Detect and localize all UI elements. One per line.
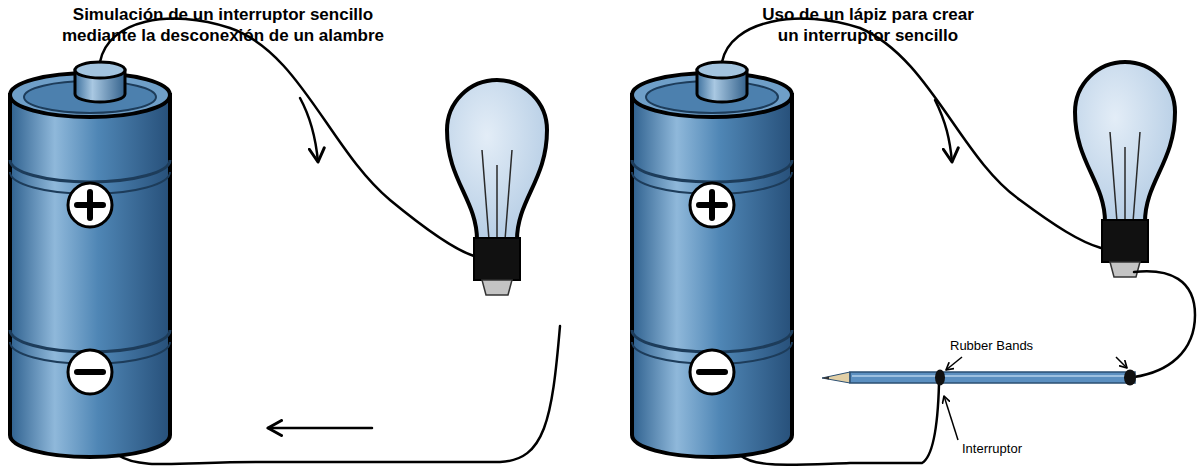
panel-heading: Simulación de un interruptor sencillo me… xyxy=(38,4,408,46)
wire xyxy=(100,19,474,256)
rubber-band xyxy=(935,370,945,386)
pencil-lead xyxy=(822,377,829,380)
light-bulb xyxy=(447,80,547,295)
part-label: Interruptor xyxy=(962,441,1022,457)
leader-arrow xyxy=(944,396,958,440)
wire xyxy=(740,384,939,465)
part-label: Rubber Bands xyxy=(950,338,1033,354)
leader-arrow xyxy=(946,357,962,370)
rubber-band xyxy=(1124,370,1136,386)
current-arrow xyxy=(300,98,318,162)
pencil-tip xyxy=(822,372,850,383)
wire xyxy=(722,19,1101,248)
battery-symbol xyxy=(10,62,170,457)
pencil-highlight xyxy=(852,375,1133,377)
leader-arrow xyxy=(1116,357,1127,368)
current-arrow xyxy=(935,100,952,162)
pencil xyxy=(822,370,1136,386)
pencil-body xyxy=(850,372,1135,383)
battery-symbol xyxy=(632,62,792,457)
wire xyxy=(1134,271,1195,377)
current-arrow xyxy=(268,427,372,430)
wire xyxy=(118,326,560,464)
panel-heading: Uso de un lápiz para crear un interrupto… xyxy=(698,4,1038,46)
